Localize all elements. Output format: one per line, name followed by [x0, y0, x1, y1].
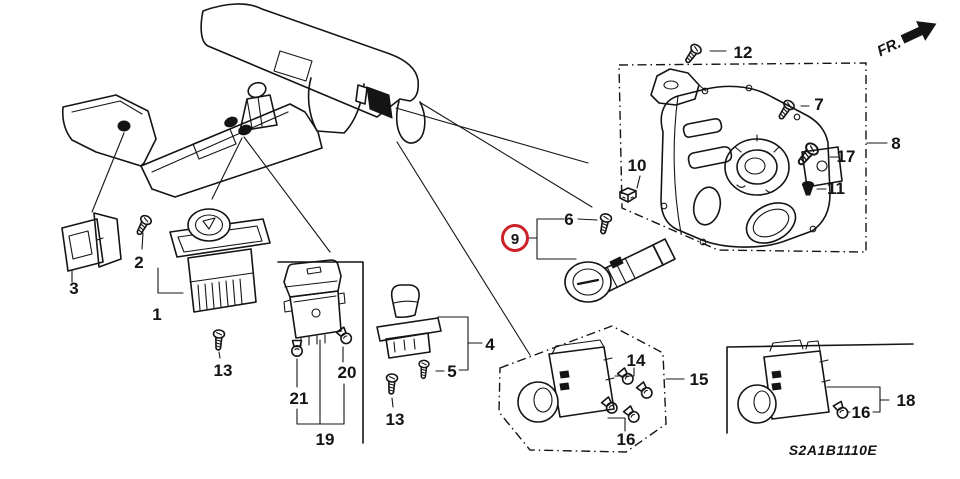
- bulb-20-icon: [335, 325, 355, 347]
- panel-button-a: [682, 118, 723, 138]
- highlighted-callout-9[interactable]: 9: [501, 224, 529, 252]
- callout-11[interactable]: 11: [827, 179, 845, 198]
- callout-4[interactable]: 4: [485, 335, 495, 354]
- headlight-knob-drawing: [724, 138, 790, 196]
- fog-switch-15-drawing: [517, 339, 635, 432]
- fr-label: FR.: [875, 35, 904, 61]
- screw-12-icon: [681, 41, 704, 67]
- callout-9[interactable]: 9: [511, 231, 519, 248]
- switch-18-group: [726, 339, 914, 434]
- switch-19-cap: [283, 259, 342, 298]
- bulb-16b-icon: [831, 400, 851, 421]
- panel-button-c: [692, 186, 722, 226]
- panel-button-b: [687, 146, 733, 169]
- screw-6-icon: [596, 212, 614, 236]
- callout-17[interactable]: 17: [837, 147, 856, 166]
- illumination-switch-19-group: [277, 259, 364, 444]
- switch-panel-assembly-drawing: [650, 68, 843, 248]
- callout-14[interactable]: 14: [627, 351, 646, 370]
- clip-10-icon: [619, 187, 637, 203]
- fr-direction-arrow: FR.: [875, 21, 937, 61]
- blank-switch-drawing: [61, 212, 122, 283]
- bulb-14-icon: [616, 366, 636, 388]
- side-vent-dark: [366, 86, 393, 119]
- clip-11-icon: [802, 181, 814, 196]
- hazard-triangle-icon: [202, 217, 216, 230]
- center-console-sketch: [61, 81, 323, 198]
- diagram-code: S2A1B1110E: [789, 442, 878, 458]
- callout-6[interactable]: 6: [564, 210, 573, 229]
- callout-3[interactable]: 3: [69, 279, 78, 298]
- panel-opening: [745, 202, 797, 244]
- screw-13b-icon: [384, 372, 399, 396]
- callout-18[interactable]: 18: [897, 391, 916, 410]
- screw-17-icon: [793, 140, 822, 169]
- leader-lines: [91, 102, 593, 356]
- instrument-cluster-outline: [273, 50, 313, 82]
- callout-2[interactable]: 2: [134, 253, 143, 272]
- hazard-switch-drawing: [157, 208, 271, 313]
- callout-8[interactable]: 8: [891, 134, 900, 153]
- bulb-16a-icon: [600, 395, 620, 417]
- group-box-8: [618, 62, 888, 253]
- highlight-ring: [501, 224, 529, 252]
- group-box-15: [498, 325, 685, 453]
- callout-20[interactable]: 20: [338, 363, 357, 382]
- callout-21[interactable]: 21: [290, 389, 309, 408]
- arrow-right-icon: [900, 21, 937, 44]
- bulb-16a2-icon: [622, 404, 642, 426]
- callout-16b[interactable]: 16: [852, 403, 871, 422]
- shift-knob-outline: [247, 81, 267, 99]
- callout-16a[interactable]: 16: [617, 430, 636, 449]
- console-switch-button-a: [224, 116, 238, 128]
- callout-10[interactable]: 10: [628, 156, 647, 175]
- switch-19-body: [289, 290, 342, 339]
- dashboard-sketch: [200, 3, 426, 144]
- console-pocket-outline: [192, 128, 237, 160]
- cigarette-lighter-drawing: [527, 218, 676, 303]
- screw-7-icon: [774, 97, 797, 123]
- screw-5-icon: [417, 359, 430, 380]
- callout-5[interactable]: 5: [447, 362, 456, 381]
- rocker-switch-drawing: [376, 284, 483, 372]
- callout-15[interactable]: 15: [690, 370, 709, 389]
- bulb-21-icon: [290, 339, 304, 358]
- callout-13b[interactable]: 13: [386, 410, 405, 429]
- steering-column-outline: [307, 77, 365, 134]
- callout-19[interactable]: 19: [316, 430, 335, 449]
- screw-13a-icon: [211, 328, 226, 352]
- callout-13a[interactable]: 13: [214, 361, 233, 380]
- callout-7[interactable]: 7: [814, 95, 823, 114]
- bulb-14b-icon: [635, 380, 655, 402]
- shifter-boot-outline: [239, 94, 278, 132]
- console-button-dot: [117, 120, 131, 132]
- callout-12[interactable]: 12: [734, 43, 753, 62]
- callout-1[interactable]: 1: [152, 305, 161, 324]
